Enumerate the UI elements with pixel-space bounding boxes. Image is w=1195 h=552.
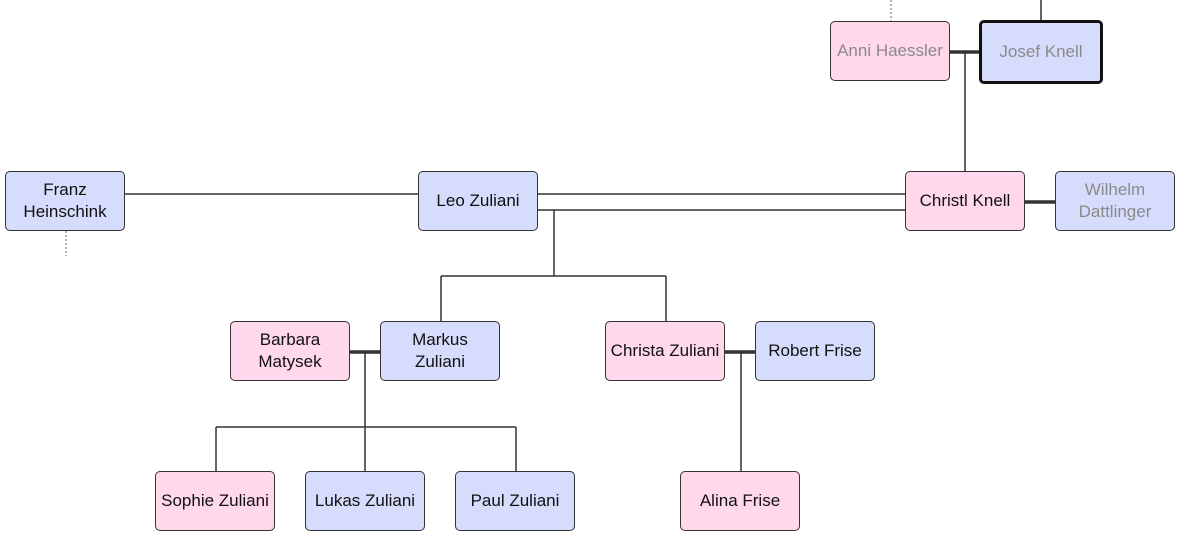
person-node-franz-heinschink[interactable]: Franz Heinschink [5, 171, 125, 231]
person-node-lukas-zuliani[interactable]: Lukas Zuliani [305, 471, 425, 531]
person-name: Josef Knell [999, 42, 1083, 61]
person-name: Leo Zuliani [436, 191, 520, 210]
person-name: Franz Heinschink [23, 180, 107, 221]
person-name: Barbara Matysek [258, 330, 322, 371]
person-node-barbara-matysek[interactable]: Barbara Matysek [230, 321, 350, 381]
person-node-robert-frise[interactable]: Robert Frise [755, 321, 875, 381]
person-name: Christl Knell [919, 191, 1011, 210]
person-name: Alina Frise [699, 491, 781, 510]
person-name: Markus Zuliani [412, 330, 468, 371]
person-name: Sophie Zuliani [161, 491, 269, 510]
person-node-anni-haessler[interactable]: Anni Haessler [830, 21, 950, 81]
person-node-leo-zuliani[interactable]: Leo Zuliani [418, 171, 538, 231]
person-node-christl-knell[interactable]: Christl Knell [905, 171, 1025, 231]
person-name: Robert Frise [768, 341, 862, 360]
person-name: Anni Haessler [837, 41, 943, 60]
person-node-sophie-zuliani[interactable]: Sophie Zuliani [155, 471, 275, 531]
person-node-paul-zuliani[interactable]: Paul Zuliani [455, 471, 575, 531]
person-node-alina-frise[interactable]: Alina Frise [680, 471, 800, 531]
person-name: Lukas Zuliani [314, 491, 416, 510]
person-node-wilhelm-dattlinger[interactable]: Wilhelm Dattlinger [1055, 171, 1175, 231]
person-node-christa-zuliani[interactable]: Christa Zuliani [605, 321, 725, 381]
person-node-markus-zuliani[interactable]: Markus Zuliani [380, 321, 500, 381]
person-node-josef-knell[interactable]: Josef Knell [979, 20, 1103, 84]
person-name: Christa Zuliani [610, 341, 720, 360]
person-name: Paul Zuliani [470, 491, 560, 510]
person-name: Wilhelm Dattlinger [1078, 180, 1152, 221]
